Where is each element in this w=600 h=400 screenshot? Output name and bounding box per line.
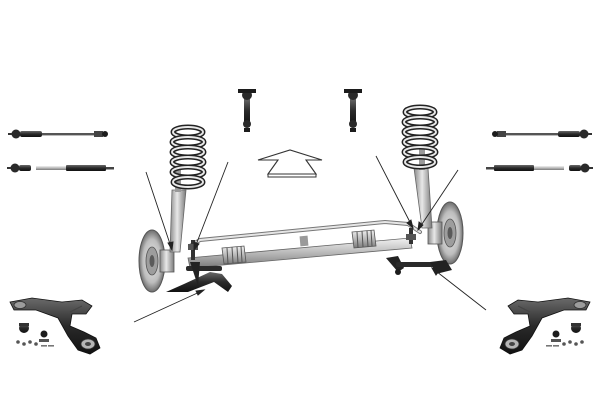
direction-arrow-icon: [257, 149, 323, 178]
tie-rod-right-bottom: [486, 163, 593, 173]
tie-rod-left-bottom: [7, 163, 114, 173]
bolts-right: [546, 340, 584, 347]
brake-disc-left: [138, 229, 175, 293]
ball-joint-icon: [551, 323, 581, 342]
stabilizer-drop-link-right: [406, 228, 416, 244]
steering-rack: [187, 229, 413, 269]
stabilizer-link-left: [238, 89, 256, 132]
lower-arm-right-installed: [386, 256, 452, 275]
rack-boot-left: [221, 245, 247, 265]
coil-spring-icon: [401, 104, 439, 170]
callout-lines: [133, 155, 487, 323]
rack-boot-right: [351, 229, 377, 249]
stabilizer-link-right: [344, 89, 362, 132]
bolts-left: [16, 340, 54, 347]
tie-rod-left-top: [8, 129, 108, 139]
ball-joint-icon: [19, 323, 49, 342]
stabilizer-drop-link-left: [188, 240, 198, 260]
tie-rod-right-top: [492, 129, 592, 139]
lower-arm-left-installed: [166, 262, 232, 292]
control-arm-icon: [9, 297, 101, 355]
coil-spring-icon: [169, 124, 207, 190]
brake-disc-right: [427, 201, 464, 265]
control-arm-icon: [499, 297, 591, 355]
